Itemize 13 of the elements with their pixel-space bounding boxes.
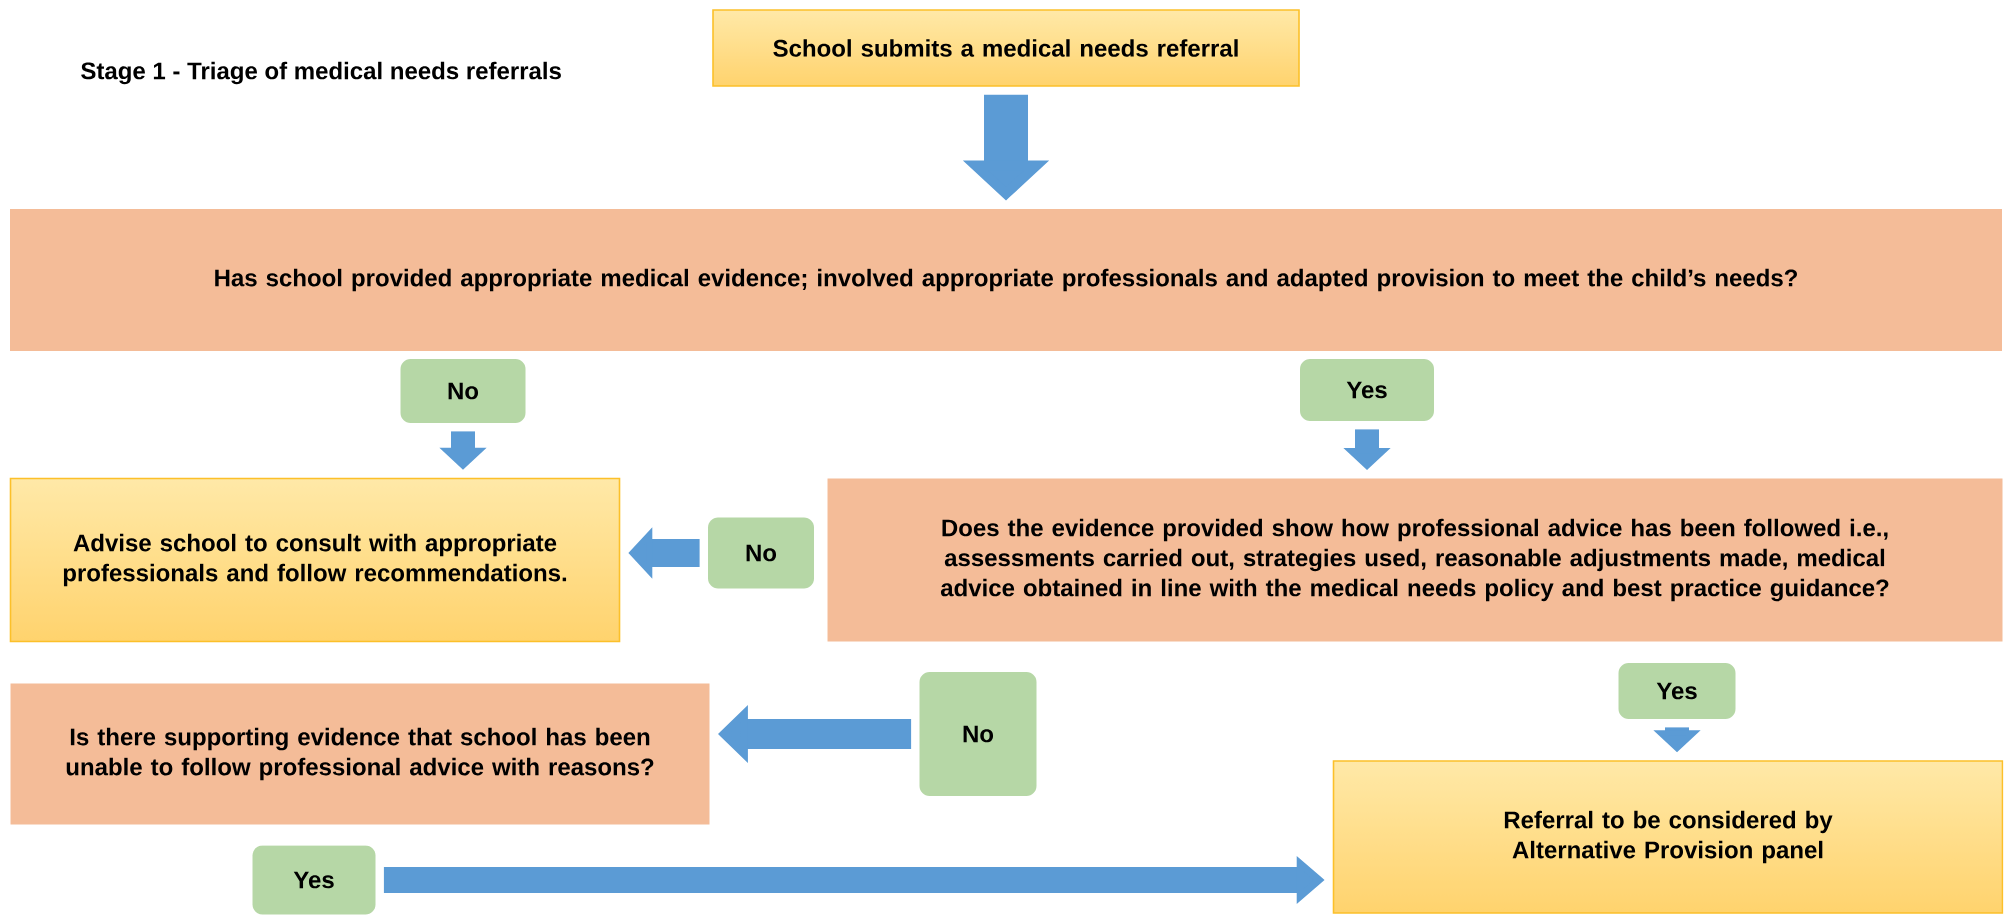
answer-box: No [400,359,526,423]
outcome-box: Advise school to consult with appropriate professionals and follow recommendations. [9,477,621,643]
question-box: Does the evidence provided show how professional advice has been followed i.e., assessments carried out, strategies used, reasonable adjustments made, medical advice obtained in line with the medical needs policy and best practice guidance? [827,478,2003,642]
title: Stage 1 - Triage of medical needs referrals [81,61,561,85]
question-box: Has school provided appropriate medical evidence; involved appropriate professionals and adapted provision to meet the child’s needs? [10,209,2002,351]
outcome-box: School submits a medical needs referral [712,9,1300,87]
answer-box: Yes [1300,359,1434,421]
answer-box: Yes [1618,663,1736,719]
answer-box: No [919,672,1037,796]
question-box: Is there supporting evidence that school has been unable to follow professional advice with reasons? [10,683,710,825]
outcome-box: Referral to be considered by Alternative Provision panel [1332,760,2004,914]
answer-box: No [708,517,814,589]
answer-box: Yes [252,845,376,915]
